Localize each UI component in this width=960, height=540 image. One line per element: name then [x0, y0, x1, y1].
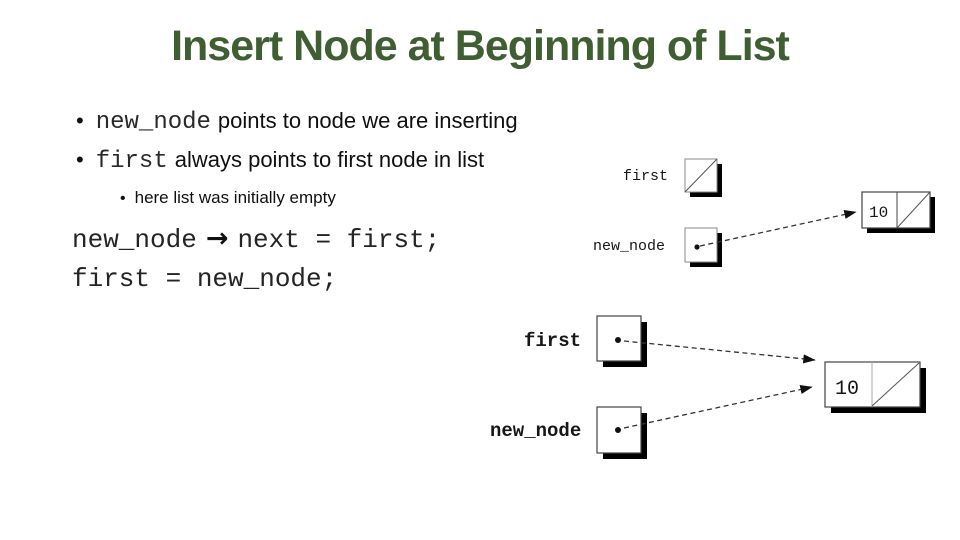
- pointer-arrow: [699, 210, 857, 247]
- code-line-2: first = new_node;: [72, 264, 338, 294]
- node-next-null-diagonal: [871, 362, 920, 407]
- bullet-dot-icon: [120, 190, 135, 207]
- code-rhs: next = first;: [237, 225, 441, 255]
- first-pointer-label: first: [524, 330, 581, 352]
- pointer-dot: [694, 244, 700, 250]
- node-next-null-diagonal: [896, 191, 931, 229]
- bullet-text: always points to first node in list: [174, 147, 485, 172]
- node-value: 10: [869, 204, 888, 222]
- new-node-pointer-box: [684, 227, 718, 263]
- inline-code-new-node: new_node: [95, 109, 211, 136]
- code-block: new_node → next = first; first = new_node;: [72, 219, 440, 299]
- bullet-dot-icon: [76, 115, 96, 132]
- sub-bullet: here list was initially empty: [120, 188, 336, 208]
- new-node-pointer-label: new_node: [490, 420, 581, 442]
- sub-bullet-text: here list was initially empty: [134, 188, 336, 207]
- node-value: 10: [835, 378, 859, 401]
- pointer-arrow: [623, 385, 813, 429]
- code-lhs: new_node: [72, 225, 197, 255]
- diagram-before: first new_node 10: [593, 158, 935, 267]
- pointer-arrow: [623, 340, 816, 364]
- new-node-pointer-label: new_node: [593, 238, 665, 255]
- pointer-dot: [615, 427, 621, 433]
- first-pointer-label: first: [623, 168, 668, 185]
- code-line-1: new_node → next = first;: [72, 219, 440, 260]
- node-box: [861, 191, 931, 229]
- slide-title: Insert Node at Beginning of List: [171, 22, 790, 70]
- pointer-dot: [615, 337, 621, 343]
- bullet-text: points to node we are inserting: [217, 108, 518, 133]
- bullet-dot-icon: [76, 154, 96, 171]
- inline-code-first: first: [95, 148, 168, 175]
- null-diagonal: [684, 158, 718, 193]
- member-arrow-icon: →: [205, 223, 229, 254]
- diagram-after: first new_node 10: [490, 315, 926, 459]
